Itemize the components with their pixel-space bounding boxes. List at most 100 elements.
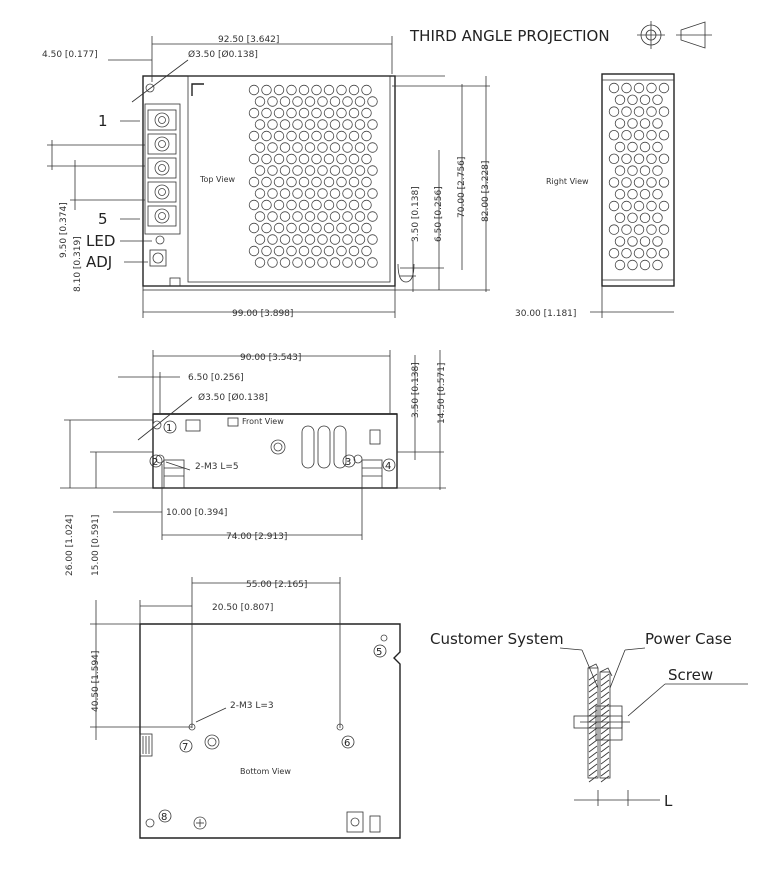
vent-hole: [273, 84, 285, 96]
front-callout-3: 3: [345, 457, 351, 468]
vent-hole: [348, 153, 360, 165]
vent-hole: [261, 130, 272, 142]
vent-hole: [279, 119, 291, 130]
hatch-line: [600, 775, 610, 783]
vent-hole: [354, 257, 366, 268]
top-view-label: Top View: [199, 175, 235, 184]
vent-hole: [608, 224, 620, 235]
vent-hole: [608, 82, 620, 94]
dim-front-v2: 15.00 [0.591]: [91, 515, 101, 576]
vent-hole: [267, 96, 278, 107]
vent-hole: [254, 188, 266, 199]
vent-hole: [273, 153, 285, 165]
vent-hole: [254, 142, 266, 153]
vent-hole: [254, 257, 266, 268]
vent-hole: [361, 199, 372, 211]
dim-front-side: 6.50 [0.256]: [188, 373, 244, 383]
vent-hole: [614, 94, 626, 106]
label-customer-system: Customer System: [430, 630, 564, 648]
dim-front-d2: 74.00 [2.913]: [226, 532, 287, 542]
vent-hole: [627, 259, 638, 271]
vent-hole: [639, 94, 651, 106]
vent-hole: [292, 96, 303, 107]
callout-pin5: 5: [98, 210, 108, 228]
vent-hole: [342, 165, 353, 176]
vent-hole: [267, 188, 278, 199]
front-callout-4: 4: [385, 461, 391, 472]
vent-hole: [279, 165, 291, 176]
vent-hole: [248, 222, 260, 234]
bottom-callout-6: 6: [344, 738, 350, 749]
vent-hole: [317, 165, 328, 176]
vent-hole: [292, 142, 303, 153]
vent-hole: [286, 222, 297, 234]
vent-hole: [639, 212, 651, 224]
mount-detail: Customer System Power Case Screw L: [430, 630, 748, 810]
vent-hole: [621, 177, 632, 188]
hatch-line: [600, 763, 610, 771]
hatch-line: [588, 775, 598, 783]
vent-hole: [348, 84, 360, 96]
vent-hole: [292, 211, 303, 222]
front-view: Front View 1 2 3 4 90.00 [3.543] 6.50 [: [60, 350, 447, 576]
vent-hole: [304, 142, 316, 153]
vent-hole: [304, 188, 316, 199]
vent-hole: [621, 129, 632, 141]
vent-hole: [286, 130, 297, 142]
vent-hole: [248, 176, 260, 188]
terminal-screw-core: [158, 188, 166, 196]
vent-hole: [254, 96, 266, 107]
terminal-2: [147, 133, 177, 155]
vent-hole: [248, 153, 260, 165]
vent-hole: [621, 247, 632, 259]
vent-hole: [348, 222, 360, 234]
vent-hole: [646, 82, 657, 94]
vent-hole: [311, 153, 322, 165]
vent-hole: [608, 247, 620, 259]
vent-hole: [304, 165, 316, 176]
case-plate: [599, 671, 611, 779]
vent-hole: [248, 84, 260, 96]
vent-hole: [627, 212, 638, 224]
vent-hole: [658, 106, 670, 117]
vent-hole: [292, 188, 303, 199]
vent-hole: [261, 176, 272, 188]
vent-hole: [646, 200, 657, 212]
vent-hole: [627, 236, 638, 247]
vent-hole: [361, 107, 372, 119]
vent-hole: [652, 236, 663, 247]
vent-hole: [627, 118, 638, 129]
vent-hole: [261, 222, 272, 234]
vent-hole: [354, 211, 366, 222]
vent-hole: [273, 245, 285, 257]
vent-hole: [336, 176, 347, 188]
vent-hole: [621, 106, 632, 117]
terminal-3: [147, 157, 177, 179]
vent-hole: [273, 199, 285, 211]
vent-hole: [367, 142, 378, 153]
callout-led: LED: [86, 232, 115, 250]
vent-hole: [621, 82, 632, 94]
hatch-line: [588, 691, 598, 699]
vent-hole: [273, 107, 285, 119]
vent-hole: [292, 234, 303, 245]
vent-hole: [354, 165, 366, 176]
vent-hole: [273, 222, 285, 234]
dim-top-v2: 6.50 [0.256]: [434, 186, 444, 242]
right-view-label: Right View: [546, 177, 589, 186]
hatch-line: [600, 733, 610, 741]
dim-front-screw: 2-M3 L=5: [195, 462, 239, 472]
vent-hole: [292, 165, 303, 176]
vent-hole: [614, 165, 626, 176]
terminal-screw-core: [158, 164, 166, 172]
dim-bottom-width: 55.00 [2.165]: [246, 580, 307, 590]
vent-hole: [329, 165, 341, 176]
bottom-view-body: [139, 623, 401, 839]
vent-hole: [367, 234, 378, 245]
vent-hole: [336, 84, 347, 96]
hatch-line: [600, 703, 610, 711]
vent-hole: [298, 199, 310, 211]
vent-hole: [658, 177, 670, 188]
vent-hole: [608, 129, 620, 141]
hatch-line: [588, 739, 598, 747]
